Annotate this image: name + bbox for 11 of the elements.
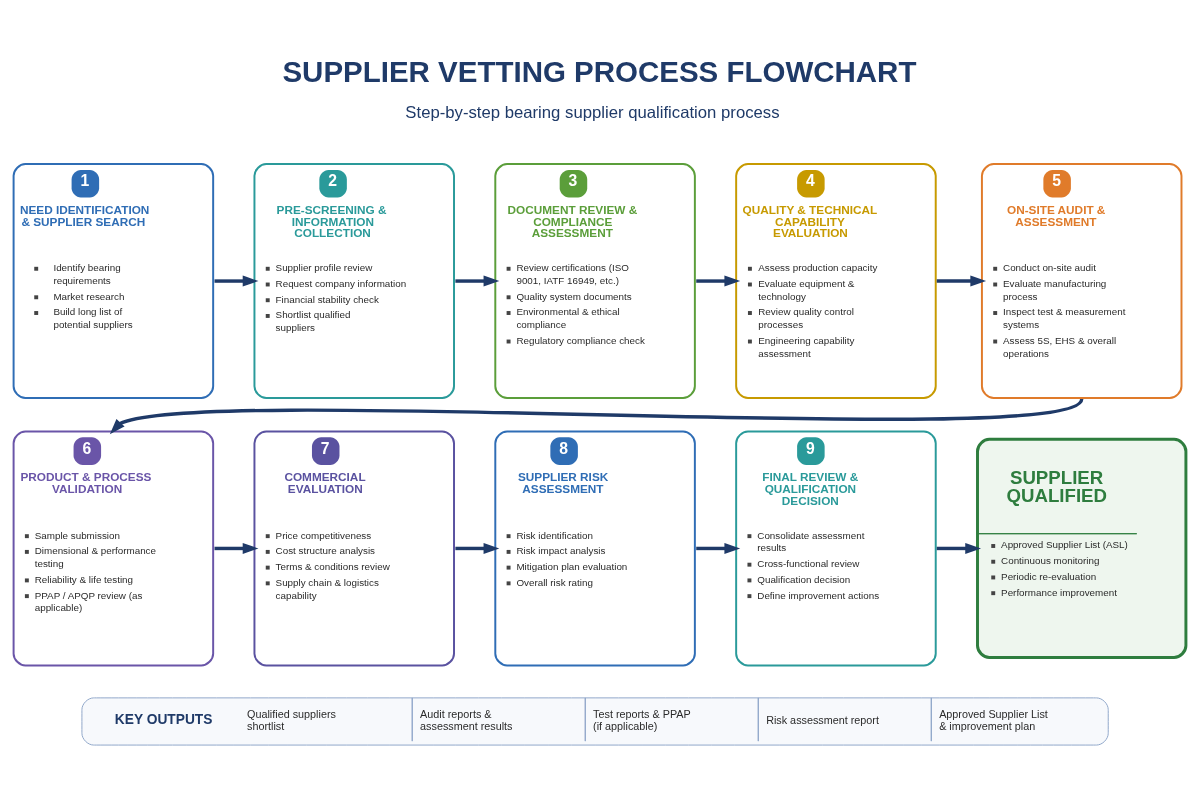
arrow: [214, 275, 259, 287]
arrow: [455, 275, 500, 287]
arrow: [109, 397, 1083, 434]
diagram-title: SUPPLIER VETTING PROCESS FLOWCHART: [282, 54, 917, 88]
label: Step-by-step bearing supplier qualification process: [405, 102, 780, 122]
arrow: [214, 542, 259, 554]
arrow: [936, 275, 987, 287]
arrow: [696, 275, 741, 287]
arrow: [455, 542, 500, 554]
arrow: [936, 542, 982, 554]
arrow: [696, 542, 741, 554]
